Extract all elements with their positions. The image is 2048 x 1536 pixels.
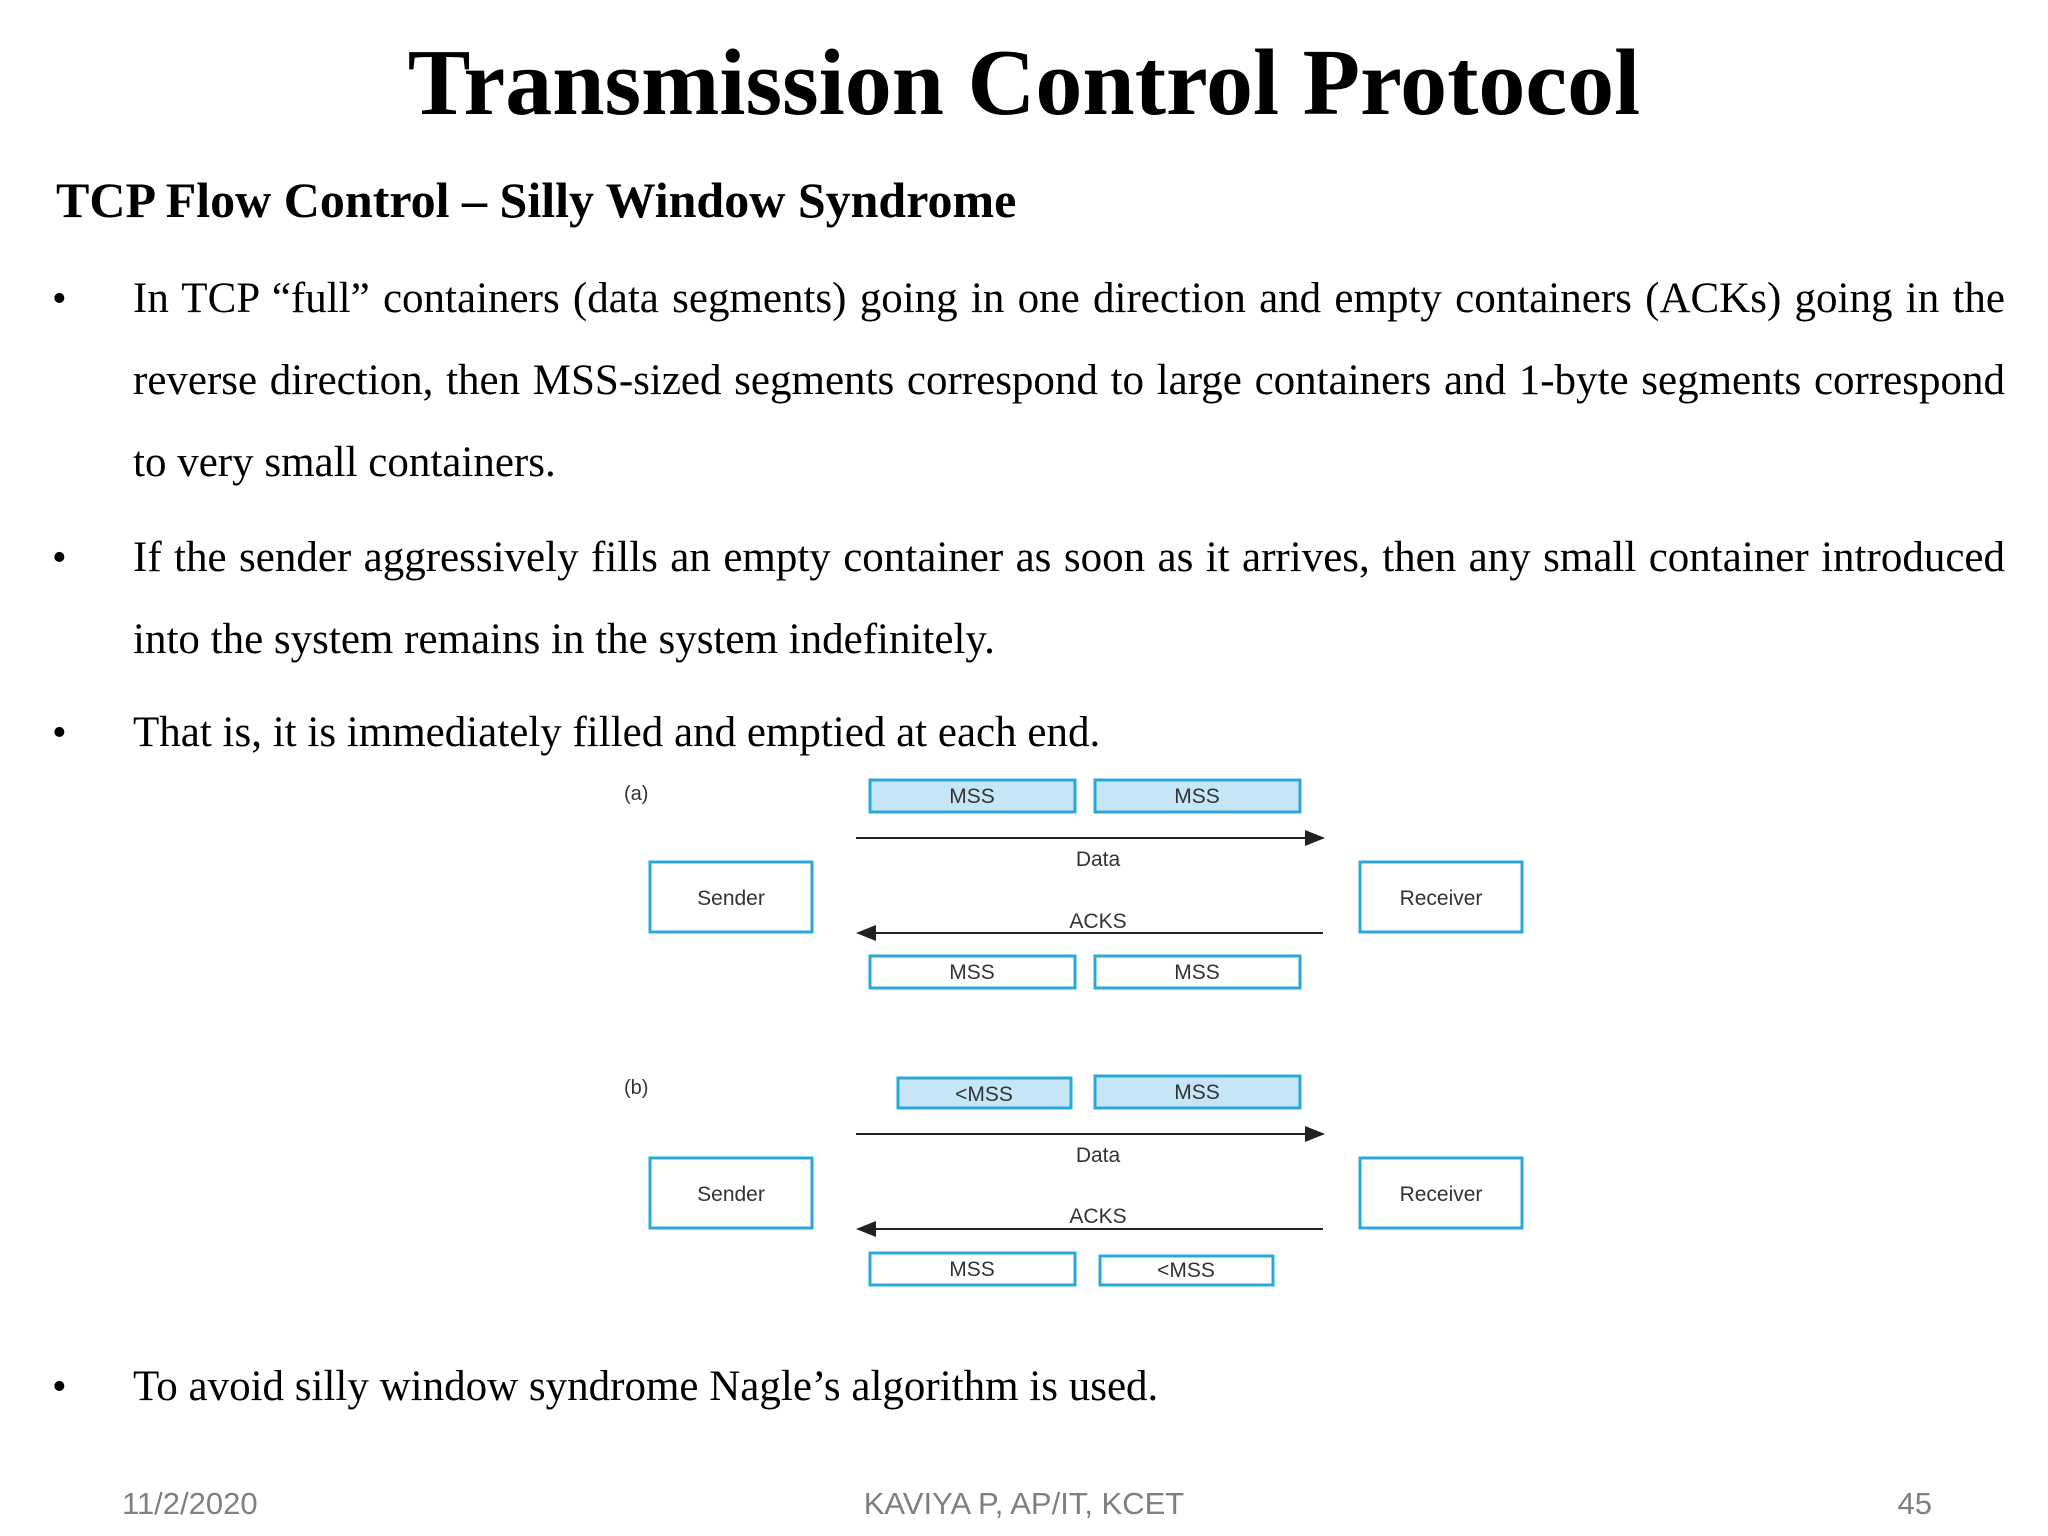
- sender-label: Sender: [697, 1183, 765, 1206]
- data-label: Data: [1076, 848, 1121, 871]
- sender-box: [648, 860, 814, 934]
- segment-box: [868, 778, 1077, 814]
- segment-label: <MSS: [955, 1083, 1013, 1106]
- footer-author: KAVIYA P, AP/IT, KCET: [863, 1486, 1185, 1521]
- segment-box: [1098, 1254, 1275, 1287]
- receiver-label: Receiver: [1400, 1183, 1483, 1206]
- diagram-part-b: (b) <MSS MSS Data Sender Receiver ACKS M…: [624, 1074, 1524, 1287]
- segment-box: [868, 954, 1077, 990]
- sender-label: Sender: [697, 887, 765, 910]
- bullet-text: That is, it is immediately filled and em…: [133, 709, 1101, 756]
- receiver-box: [1358, 1156, 1524, 1230]
- segment-label: MSS: [1174, 785, 1220, 808]
- bullet-symbol: •: [52, 1364, 67, 1410]
- sender-box: [648, 1156, 814, 1230]
- bullet-symbol: •: [52, 276, 67, 322]
- data-label: Data: [1076, 1144, 1121, 1167]
- acks-label: ACKS: [1069, 910, 1126, 933]
- part-label: (a): [624, 783, 648, 805]
- bullet-symbol: •: [52, 710, 67, 756]
- silly-window-diagram: (a) MSS MSS Data Sender Receiver ACKS MS…: [608, 770, 1608, 1340]
- segment-label: MSS: [949, 1258, 995, 1281]
- segment-label: MSS: [949, 785, 995, 808]
- segment-label: <MSS: [1157, 1259, 1215, 1282]
- segment-box: [1093, 954, 1302, 990]
- bullet-text: If the sender aggressively fills an empt…: [133, 534, 2005, 663]
- diagram-part-a: (a) MSS MSS Data Sender Receiver ACKS MS…: [624, 778, 1524, 990]
- bullet-text: In TCP “full” containers (data segments)…: [133, 275, 2005, 486]
- segment-label: MSS: [1174, 961, 1220, 984]
- part-label: (b): [624, 1077, 648, 1099]
- acks-label: ACKS: [1069, 1205, 1126, 1228]
- segment-label: MSS: [949, 961, 995, 984]
- segment-box: [1093, 778, 1302, 814]
- bullet-text: To avoid silly window syndrome Nagle’s a…: [133, 1363, 1159, 1410]
- segment-box: [896, 1076, 1073, 1110]
- segment-box: [1093, 1074, 1302, 1110]
- segment-label: MSS: [1174, 1081, 1220, 1104]
- footer-page-number: 45: [1897, 1486, 1932, 1521]
- slide-title: Transmission Control Protocol: [407, 31, 1641, 135]
- slide-subtitle: TCP Flow Control – Silly Window Syndrome: [56, 172, 1017, 228]
- footer-date: 11/2/2020: [122, 1486, 258, 1521]
- receiver-box: [1358, 860, 1524, 934]
- bullet-symbol: •: [52, 535, 67, 581]
- receiver-label: Receiver: [1400, 887, 1483, 910]
- segment-box: [868, 1251, 1077, 1287]
